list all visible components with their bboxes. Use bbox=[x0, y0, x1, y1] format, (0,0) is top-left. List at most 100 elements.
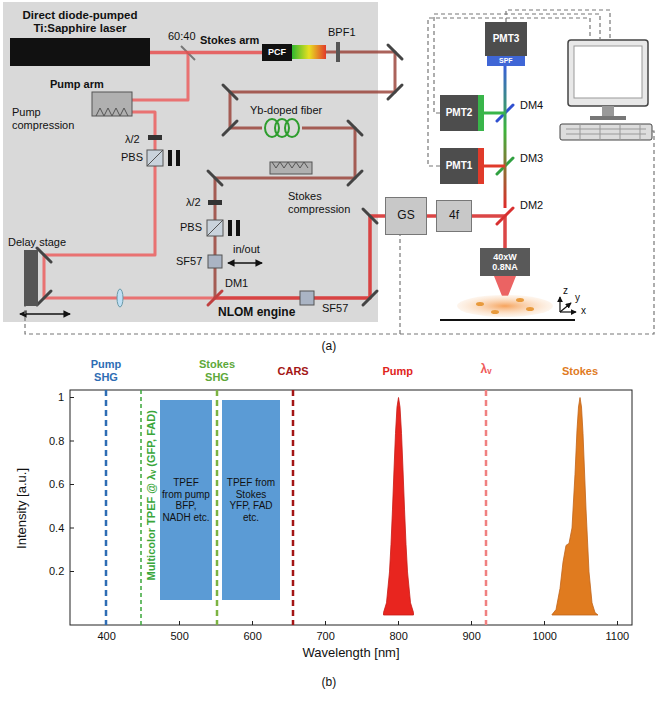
sample bbox=[491, 310, 499, 314]
axes-icon bbox=[560, 311, 576, 312]
part-label: Delay stage bbox=[8, 236, 66, 249]
box-label: PMT3 bbox=[493, 33, 520, 45]
objective-lens: 40xW 0.8NA bbox=[480, 248, 530, 276]
signal-wire bbox=[428, 18, 590, 166]
part-label: DM1 bbox=[225, 277, 248, 290]
dichroic-mirror bbox=[208, 291, 222, 305]
mirror-symbol bbox=[363, 209, 377, 223]
fiber-box: PCF bbox=[262, 44, 292, 61]
plot-frame bbox=[70, 398, 618, 626]
emission-beam bbox=[484, 66, 507, 208]
waveplate bbox=[208, 200, 222, 205]
computer-icon bbox=[568, 40, 648, 106]
relay-box: 4f bbox=[436, 200, 472, 232]
tick-label: 0.8 bbox=[49, 435, 64, 448]
tick-label: 900 bbox=[463, 630, 481, 643]
emission-beam bbox=[484, 112, 505, 115]
box-label: TPEF from Stokes YFP, FAD etc. bbox=[224, 477, 278, 523]
beam-connector bbox=[472, 216, 505, 248]
tick-label: 500 bbox=[171, 630, 189, 643]
motion-arrow bbox=[228, 262, 262, 264]
lens bbox=[117, 289, 123, 307]
spectrum-peak bbox=[552, 398, 598, 616]
axis-title: Intensity [a.u.] bbox=[15, 468, 30, 549]
sample bbox=[440, 319, 575, 321]
part-label: SF57 bbox=[176, 255, 202, 268]
panel-letter: (a) bbox=[322, 340, 337, 354]
part-label: in/out bbox=[233, 243, 260, 256]
beam-connector bbox=[150, 51, 262, 55]
wavelength-marker bbox=[292, 390, 295, 625]
part-label: λ/2 bbox=[186, 196, 201, 209]
glass-block bbox=[208, 255, 222, 268]
part-label: DM4 bbox=[520, 99, 543, 112]
axes-icon bbox=[560, 297, 576, 312]
bandpass-filter bbox=[336, 42, 340, 62]
wavelength-marker bbox=[106, 390, 486, 625]
pbs-cube bbox=[147, 150, 240, 236]
pbs-cube bbox=[147, 150, 163, 166]
tick-label: 0.6 bbox=[49, 478, 64, 491]
mirror-symbol bbox=[348, 171, 362, 185]
part-label: Stokes compression bbox=[288, 190, 362, 215]
box-label: PMT2 bbox=[446, 107, 473, 119]
filter-label: SPF bbox=[499, 57, 513, 65]
emission-beam bbox=[504, 66, 507, 208]
sample bbox=[516, 298, 524, 302]
mirror-symbol bbox=[363, 291, 377, 305]
detector-filter bbox=[478, 95, 484, 131]
mirror-symbol bbox=[223, 121, 237, 135]
pbs-cube bbox=[236, 220, 240, 236]
pbs-cube bbox=[228, 220, 232, 236]
part-label: Yb-doped fiber bbox=[250, 104, 322, 117]
detector-box: PMT2 bbox=[440, 95, 478, 131]
mirror-symbol bbox=[37, 291, 51, 305]
grating-pair bbox=[92, 92, 132, 116]
fiber-coil bbox=[285, 119, 299, 137]
part-label: PBS bbox=[180, 221, 202, 234]
part-label: λ/2 bbox=[125, 133, 140, 146]
motion-arrow bbox=[20, 263, 262, 314]
spectrum-peak bbox=[384, 398, 599, 616]
pbs-cube bbox=[147, 150, 163, 166]
sample bbox=[476, 302, 484, 306]
tick-label: 600 bbox=[244, 630, 262, 643]
scanner-box: GS bbox=[385, 197, 427, 235]
tick-label: 1 bbox=[58, 391, 64, 404]
wavelength-marker bbox=[216, 390, 219, 625]
signal-wire bbox=[25, 131, 654, 334]
box-label: 4f bbox=[449, 209, 459, 223]
line-label: Pump bbox=[383, 365, 414, 378]
signal-wire bbox=[399, 235, 400, 334]
emission-beam bbox=[484, 165, 505, 168]
pump-beam bbox=[44, 112, 215, 298]
dichroic-mirror bbox=[208, 105, 513, 305]
pbs-cube bbox=[168, 150, 172, 166]
box-label: GS bbox=[397, 209, 414, 223]
laser-body bbox=[10, 38, 150, 66]
stokes-beam bbox=[215, 52, 395, 298]
mirror-symbol bbox=[348, 121, 362, 135]
beam-connector bbox=[427, 214, 436, 218]
grating-pair bbox=[272, 162, 308, 168]
waveplate bbox=[148, 135, 222, 205]
line-label: Stokes SHG bbox=[192, 358, 242, 383]
arm-label: Pump arm bbox=[50, 78, 104, 91]
part-label: DM2 bbox=[520, 199, 543, 212]
box-label: TPEF from pump BFP, NADH etc. bbox=[162, 477, 210, 523]
laser-title: Direct diode-pumped Ti:Sapphire laser bbox=[10, 9, 150, 35]
computer-icon bbox=[574, 46, 642, 98]
sample bbox=[440, 276, 575, 320]
computer-icon bbox=[602, 106, 614, 116]
wavelength-marker bbox=[485, 390, 488, 625]
glass-block bbox=[208, 255, 314, 305]
band-box: TPEF from pump BFP, NADH etc. bbox=[160, 400, 212, 600]
delay-stage bbox=[24, 250, 38, 306]
combined-beam bbox=[215, 216, 385, 298]
box-label: PCF bbox=[268, 47, 286, 57]
plot-frame bbox=[70, 390, 632, 625]
tick-label: 0.2 bbox=[49, 565, 64, 578]
detector-box: PMT3 bbox=[485, 22, 527, 56]
spectrum-peak bbox=[384, 398, 414, 616]
pbs-cube bbox=[207, 220, 223, 236]
